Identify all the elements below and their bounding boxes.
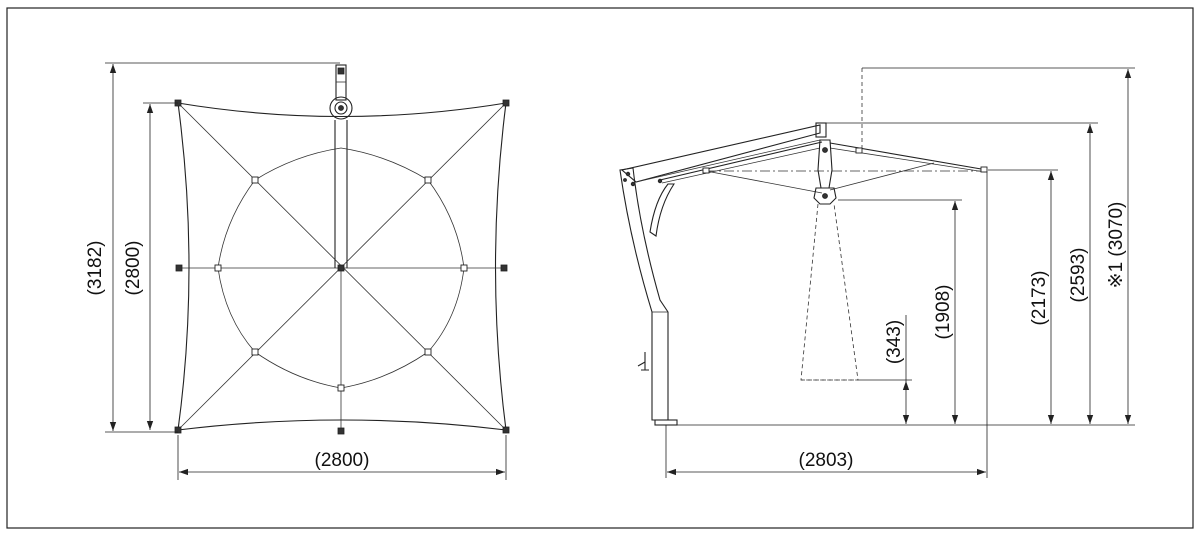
side-overall-height-label: ※1 (3070) (1106, 202, 1127, 289)
drawing-frame (6, 7, 1194, 529)
side-span-label: (2803) (799, 450, 854, 471)
plan-width-label: (2800) (315, 450, 370, 471)
side-canopy-top-label: (2593) (1068, 248, 1089, 303)
strut-right (829, 162, 935, 191)
hub-inner (334, 101, 348, 115)
center-joint (337, 264, 345, 272)
hub-center (338, 105, 344, 111)
boom-inner-line (635, 139, 821, 183)
crank-handle (637, 352, 649, 371)
side-light-height-label: (343) (884, 320, 905, 364)
canopy-rib-right (829, 142, 988, 171)
canopy-rib-left (659, 141, 823, 181)
mast (619, 167, 669, 421)
light-beam (800, 203, 859, 381)
mast-cap (337, 67, 345, 75)
boom-brace (649, 183, 676, 237)
mast-top (335, 64, 347, 101)
side-canopy-edge-label: (2173) (1029, 271, 1050, 326)
side-view: (2803) (343) (1908) (2173) (2593) ※1 (30… (619, 67, 1135, 478)
base-plate (654, 419, 678, 426)
hanger-block (815, 122, 827, 138)
plan-overall-height-label: (3182) (85, 241, 106, 296)
stretcher-nodes (214, 176, 468, 392)
canopy-rib-right-inner (829, 147, 986, 173)
plan-view: (2800) (3182) (2800) (85, 62, 510, 480)
side-light-top-label: (1908) (933, 285, 954, 340)
strut-left (705, 170, 823, 194)
canopy-rib-left-inner (661, 147, 821, 184)
light-head (813, 187, 837, 205)
boom (620, 124, 821, 183)
plan-canopy-height-label: (2800) (123, 241, 144, 296)
hub-outer (329, 96, 353, 120)
